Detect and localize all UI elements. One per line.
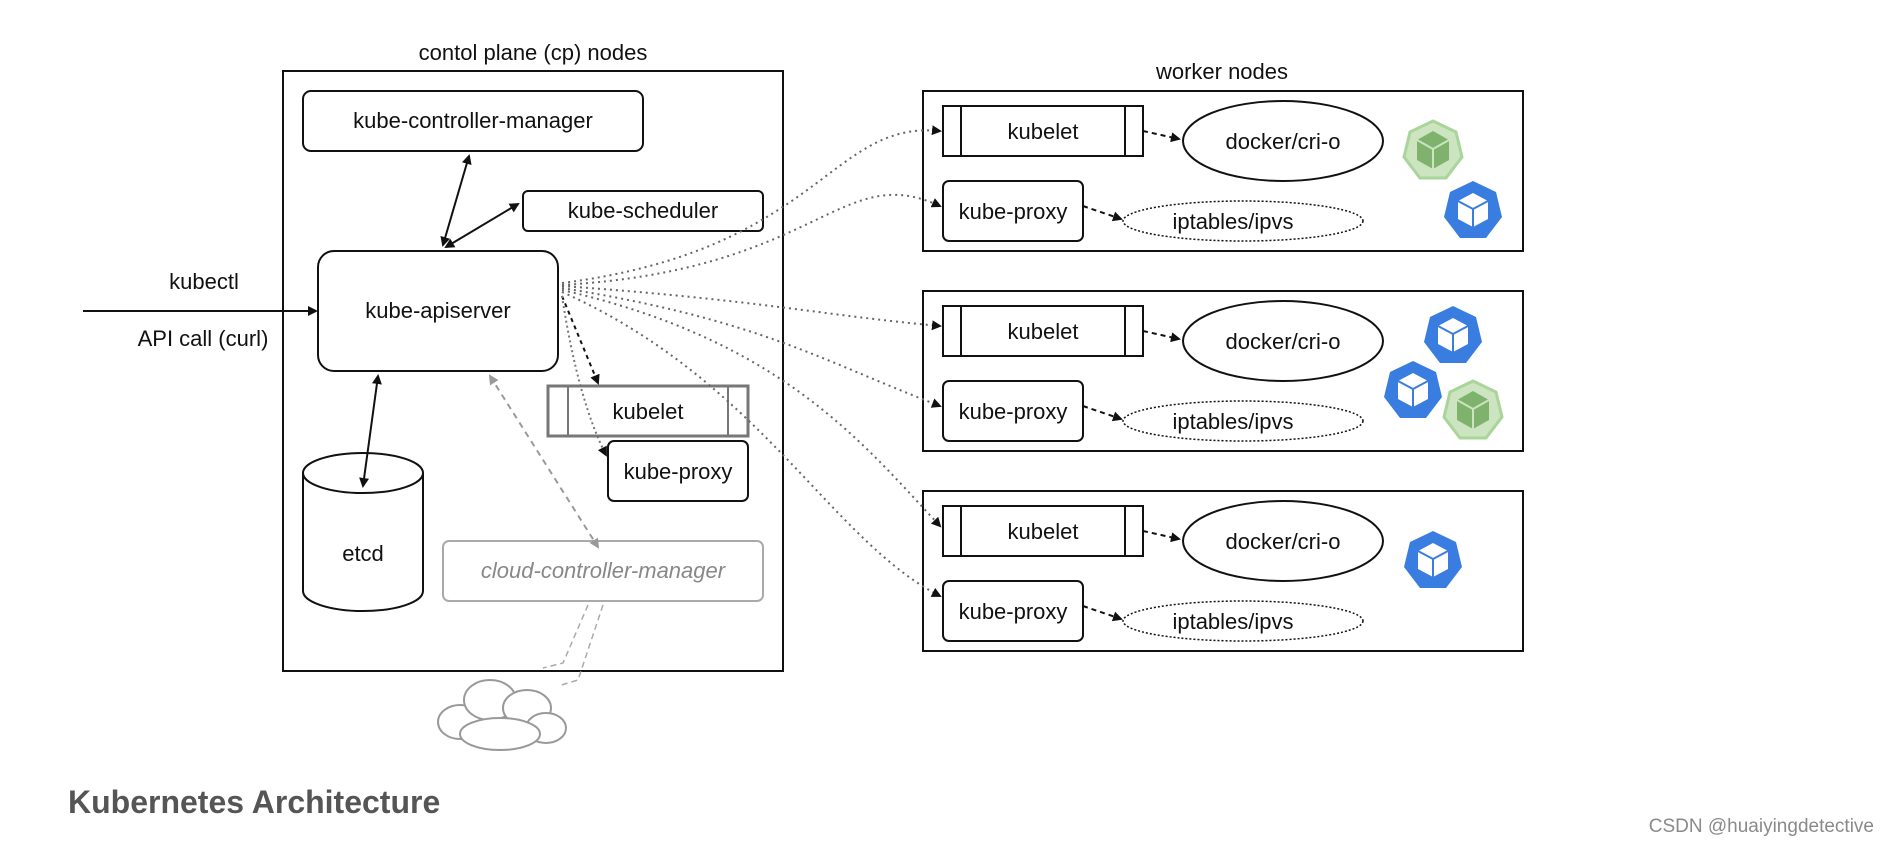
worker-runtime-label: docker/cri-o <box>1226 529 1341 554</box>
worker-kube-proxy-label: kube-proxy <box>959 599 1068 624</box>
cp-kube-proxy-box: kube-proxy <box>607 440 749 502</box>
cloud-controller-manager-box: cloud-controller-manager <box>442 540 764 602</box>
kube-scheduler-label: kube-scheduler <box>568 198 718 223</box>
controller-apiserver-arrow <box>440 154 472 247</box>
control-plane-frame <box>282 70 784 672</box>
kube-apiserver-box: kube-apiserver <box>317 250 559 372</box>
worker-node-frame <box>922 90 1524 252</box>
kube-controller-manager-label: kube-controller-manager <box>353 108 593 133</box>
scheduler-apiserver-arrow <box>444 202 520 249</box>
apiserver-worker-links <box>561 125 942 597</box>
etcd-label: etcd <box>342 541 384 566</box>
etcd-cylinder: etcd <box>302 452 424 612</box>
api-call-label: API call (curl) <box>138 326 269 351</box>
worker-kubelet-label: kubelet <box>1008 319 1079 344</box>
worker-nodes-title: worker nodes <box>1155 59 1288 84</box>
cp-kubelet-label: kubelet <box>613 399 684 424</box>
cloud-controller-manager-label: cloud-controller-manager <box>481 558 727 583</box>
worker-iptables-label: iptables/ipvs <box>1172 209 1293 234</box>
cloud-link <box>542 604 604 687</box>
apiserver-etcd-arrow <box>359 374 382 488</box>
worker-node-frame <box>922 290 1524 452</box>
worker-kube-proxy-label: kube-proxy <box>959 199 1068 224</box>
kube-scheduler-box: kube-scheduler <box>522 190 764 232</box>
worker-node-frame <box>922 490 1524 652</box>
worker-kube-proxy-label: kube-proxy <box>959 399 1068 424</box>
kube-controller-manager-box: kube-controller-manager <box>302 90 644 152</box>
worker-kubelet-label: kubelet <box>1008 519 1079 544</box>
pod-icon <box>1384 361 1442 418</box>
cp-kube-proxy-label: kube-proxy <box>624 459 733 484</box>
pod-icon <box>1402 119 1464 180</box>
kube-apiserver-label: kube-apiserver <box>365 298 511 323</box>
worker-iptables-label: iptables/ipvs <box>1172 609 1293 634</box>
pod-icon <box>1444 181 1502 238</box>
kubectl-label: kubectl <box>169 269 239 294</box>
apiserver-cp-kubelet-arrow <box>561 295 600 385</box>
worker-runtime-label: docker/cri-o <box>1226 329 1341 354</box>
apiserver-cloud-arrow <box>488 374 600 549</box>
pod-icon <box>1404 531 1462 588</box>
apiserver-cp-kube-proxy-arrow <box>561 295 607 457</box>
worker-node: kubelet docker/cri-o kube-proxy iptables… <box>922 490 1524 652</box>
figure-caption: Kubernetes Architecture <box>68 784 441 820</box>
control-plane-title: contol plane (cp) nodes <box>419 40 648 65</box>
worker-node: kubelet docker/cri-o kube-proxy iptables… <box>922 90 1524 252</box>
pod-icon <box>1442 379 1504 440</box>
worker-iptables-label: iptables/ipvs <box>1172 409 1293 434</box>
worker-kubelet-label: kubelet <box>1008 119 1079 144</box>
watermark: CSDN @huaiyingdetective <box>1648 816 1874 837</box>
worker-node: kubelet docker/cri-o kube-proxy iptables… <box>922 290 1524 452</box>
worker-runtime-label: docker/cri-o <box>1226 129 1341 154</box>
cloud-icon <box>437 679 567 751</box>
pod-icon <box>1424 306 1482 363</box>
